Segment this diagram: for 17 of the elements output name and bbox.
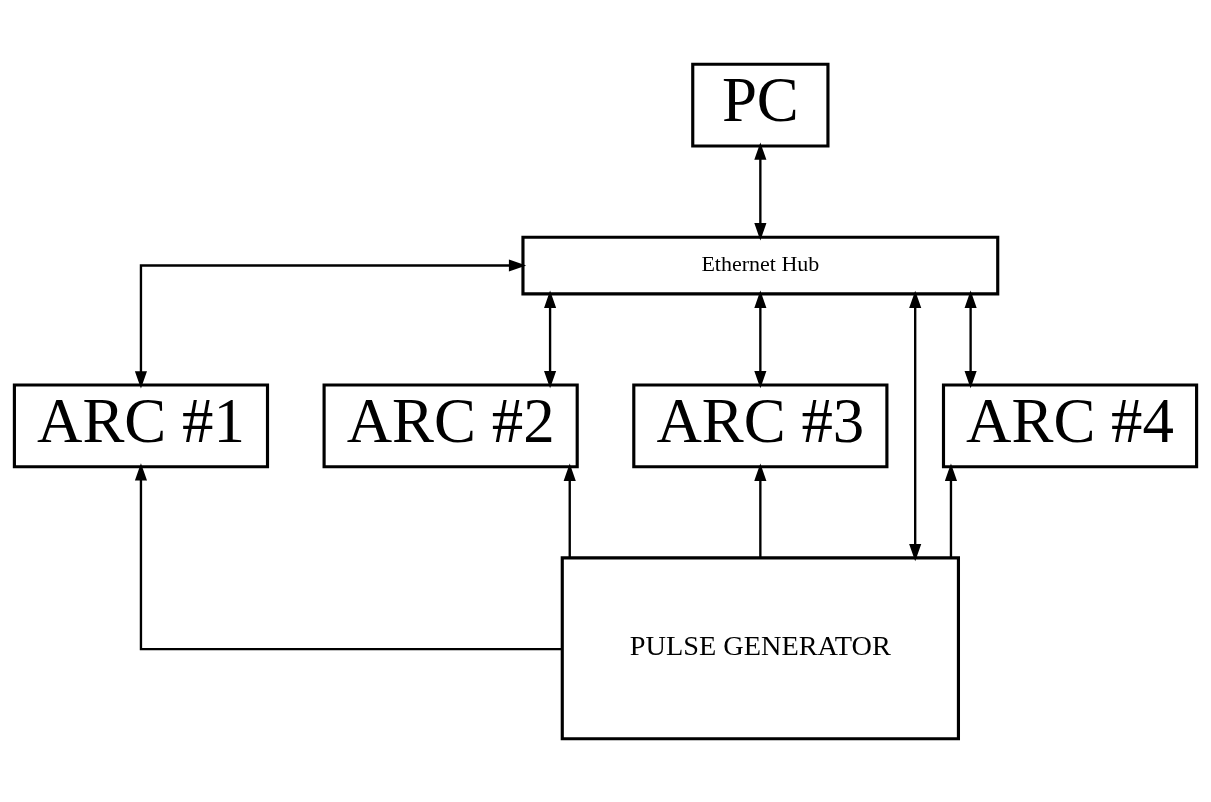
node-box: ARC #4	[941, 382, 1199, 468]
arrow	[134, 258, 527, 389]
node-box: PULSE GENERATOR	[560, 555, 960, 740]
node-box: ARC #3	[632, 382, 889, 468]
arrow	[563, 463, 576, 558]
node-box: PC	[691, 62, 830, 148]
arrow	[754, 463, 767, 558]
arrow	[909, 290, 922, 561]
node-box: ARC #2	[322, 382, 579, 468]
node-box: ARC #1	[12, 382, 270, 468]
arrow	[134, 462, 563, 650]
arrow	[944, 463, 958, 558]
arrow	[964, 290, 977, 388]
arrow	[754, 141, 767, 240]
arrow	[544, 290, 557, 388]
arrow	[754, 290, 767, 388]
node-box: Ethernet Hub	[521, 235, 1000, 295]
